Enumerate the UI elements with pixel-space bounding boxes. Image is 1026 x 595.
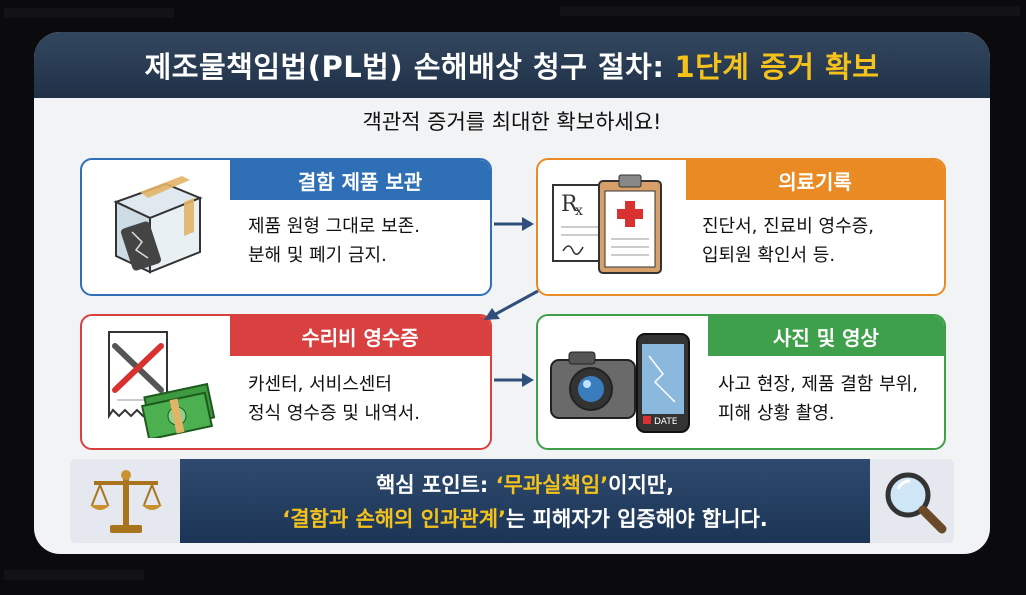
key-point-highlight: ‘무과실책임’	[495, 473, 609, 497]
box-line: 입퇴원 확인서 등.	[702, 245, 836, 266]
arrow-right-icon	[494, 217, 534, 231]
background-text	[4, 570, 144, 580]
broken-phone-box-icon	[82, 160, 230, 294]
key-point-line-1: 핵심 포인트: ‘무과실책임’이지만,	[180, 469, 870, 499]
key-point-banner: 핵심 포인트: ‘무과실책임’이지만, ‘결함과 손해의 인과관계’는 피해자가…	[180, 459, 870, 543]
box-line: 피해 상황 촬영.	[718, 403, 835, 424]
key-point-panel: 핵심 포인트: ‘무과실책임’이지만, ‘결함과 손해의 인과관계’는 피해자가…	[70, 459, 954, 543]
rx-sub-label: x	[575, 203, 583, 219]
box-line: 제품 원형 그대로 보존.	[248, 216, 420, 237]
box-text: 제품 원형 그대로 보존. 분해 및 폐기 금지.	[248, 212, 420, 270]
title-highlight: 1단계 증거 확보	[674, 50, 880, 84]
box-line: 카센터, 서비스센터	[248, 374, 392, 395]
box-title: 결함 제품 보관	[230, 160, 490, 200]
evidence-box-medical: R x 의료기록 진단서, 진료비 영수증, 입퇴원 확인서 등.	[536, 158, 946, 296]
evidence-box-product: 결함 제품 보관 제품 원형 그대로 보존. 분해 및 폐기 금지.	[80, 158, 492, 296]
box-text: 사고 현장, 제품 결함 부위, 피해 상황 촬영.	[718, 370, 918, 428]
key-point-highlight: ‘결함과 손해의 인과관계’	[282, 507, 507, 531]
key-point-prefix: 핵심 포인트:	[375, 473, 496, 497]
scales-icon	[90, 470, 162, 533]
phone-date-label: DATE	[654, 417, 678, 427]
box-title: 수리비 영수증	[230, 316, 490, 356]
infographic-card: 제조물책임법(PL법) 손해배상 청구 절차: 1단계 증거 확보 객관적 증거…	[34, 32, 990, 554]
receipt-tools-cash-icon	[82, 316, 230, 448]
box-text: 진단서, 진료비 영수증, 입퇴원 확인서 등.	[702, 212, 874, 270]
box-text: 카센터, 서비스센터 정식 영수증 및 내역서.	[248, 370, 420, 428]
magnifier-icon	[885, 472, 947, 534]
evidence-box-photo: DATE 사진 및 영상 사고 현장, 제품 결함 부위, 피해 상황 촬영.	[536, 314, 946, 450]
box-line: 분해 및 폐기 금지.	[248, 245, 387, 266]
prescription-clipboard-icon: R x	[538, 160, 686, 294]
box-title: 의료기록	[686, 160, 944, 200]
key-point-suffix: 는 피해자가 입증해야 합니다.	[506, 507, 768, 531]
evidence-box-repair: 수리비 영수증 카센터, 서비스센터 정식 영수증 및 내역서.	[80, 314, 492, 450]
subtitle: 객관적 증거를 최대한 확보하세요!	[362, 110, 662, 134]
arrow-diagonal-icon	[484, 289, 539, 320]
box-line: 정식 영수증 및 내역서.	[248, 403, 420, 424]
box-line: 사고 현장, 제품 결함 부위,	[718, 374, 918, 395]
arrow-right-icon	[494, 373, 534, 387]
box-line: 진단서, 진료비 영수증,	[702, 216, 874, 237]
title-bar: 제조물책임법(PL법) 손해배상 청구 절차: 1단계 증거 확보	[34, 32, 990, 98]
background-text	[4, 8, 174, 18]
page-title: 제조물책임법(PL법) 손해배상 청구 절차:	[144, 50, 665, 84]
camera-phone-icon: DATE	[538, 316, 708, 448]
key-point-suffix: 이지만,	[608, 473, 675, 497]
rx-label: R	[561, 192, 579, 217]
key-point-line-2: ‘결함과 손해의 인과관계’는 피해자가 입증해야 합니다.	[180, 503, 870, 533]
background-text	[560, 6, 1020, 16]
box-title: 사진 및 영상	[708, 316, 944, 356]
